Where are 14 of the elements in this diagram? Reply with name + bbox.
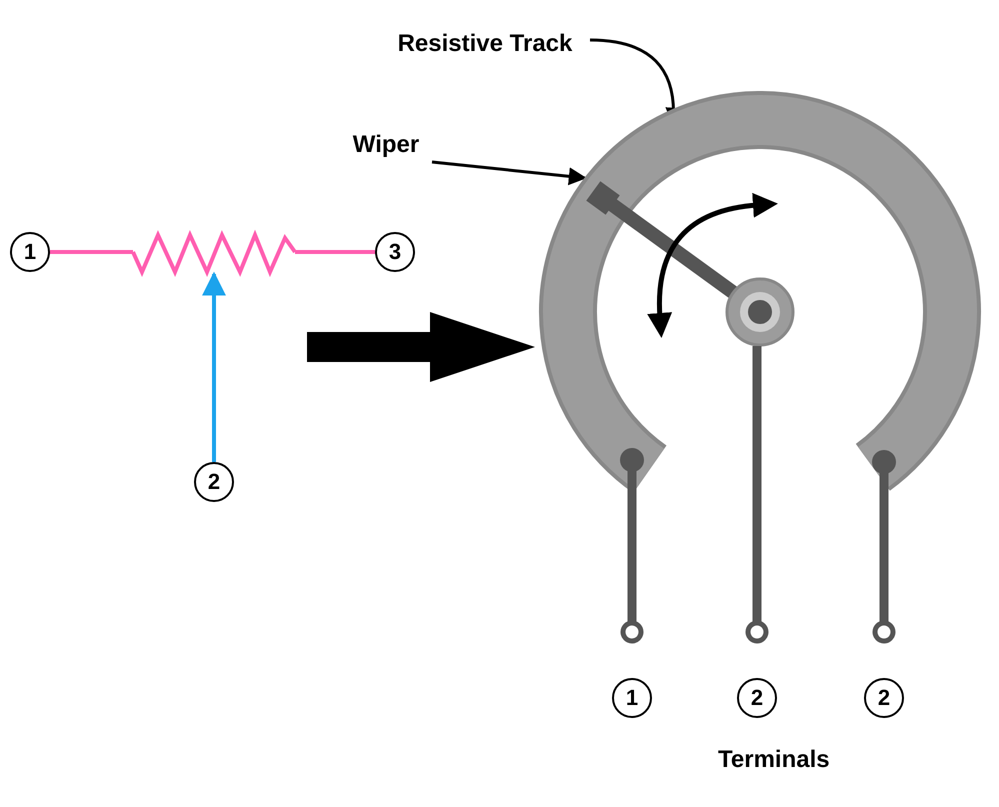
terminal-number: 1 <box>612 678 652 718</box>
part-label: Resistive Track <box>398 30 572 58</box>
terminal-number: 2 <box>737 678 777 718</box>
block-arrow <box>307 312 535 382</box>
wire <box>295 250 375 254</box>
terminal-number: 2 <box>194 462 234 502</box>
terminal-number: 1 <box>10 232 50 272</box>
arrow <box>202 272 226 462</box>
part-label: Wiper <box>352 131 420 159</box>
leader-line <box>432 160 587 186</box>
wire <box>50 250 133 254</box>
terminals-label: Terminals <box>718 746 830 774</box>
terminal-number: 3 <box>375 232 415 272</box>
terminal-number: 2 <box>864 678 904 718</box>
